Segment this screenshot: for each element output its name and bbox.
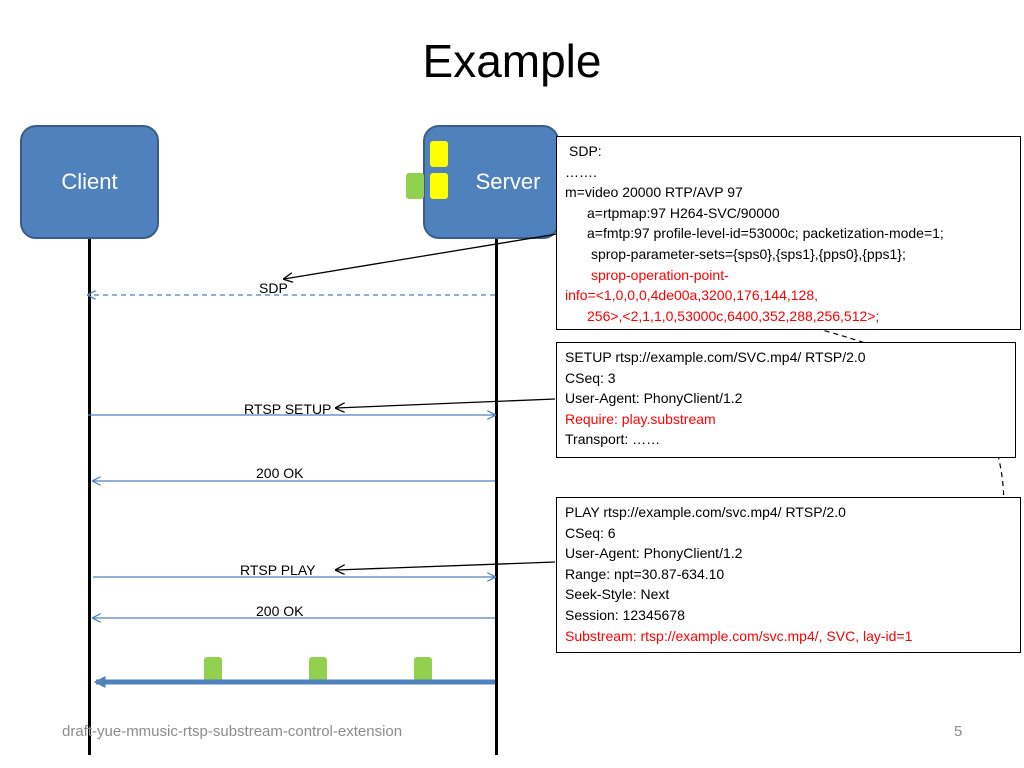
- page-number: 5: [954, 723, 963, 740]
- server-label: Server: [475, 169, 541, 194]
- sdp-line: m=video 20000 RTP/AVP 97: [565, 184, 743, 201]
- sdp-line: sprop-operation-point-: [591, 266, 729, 283]
- client-actor: Client: [20, 125, 159, 239]
- sdp-description-box: SDP: ……. m=video 20000 RTP/AVP 97 a=rtpm…: [556, 136, 1021, 330]
- play-line: PLAY rtsp://example.com/svc.mp4/ RTSP/2.…: [565, 504, 846, 520]
- sdp-line: a=fmtp:97 profile-level-id=53000c; packe…: [587, 225, 944, 242]
- client-lifeline: [88, 239, 91, 755]
- sdp-line: sprop-parameter-sets={sps0},{sps1},{pps0…: [591, 245, 906, 262]
- footer-draft-name: draft-yue-mmusic-rtsp-substream-control-…: [62, 723, 403, 740]
- sdp-line: a=rtpmap:97 H264-SVC/90000: [587, 204, 780, 221]
- setup-line: CSeq: 3: [565, 369, 616, 386]
- slide-title: Example: [422, 35, 602, 87]
- setup-request-box: SETUP rtsp://example.com/SVC.mp4/ RTSP/2…: [556, 342, 1016, 458]
- play-line: CSeq: 6: [565, 524, 616, 541]
- play-callout-pointer: [336, 561, 556, 570]
- sdp-line: …….: [565, 163, 597, 180]
- stream-packet: [309, 657, 327, 683]
- sdp-message-label: SDP: [259, 280, 288, 296]
- server-lifeline: [495, 239, 498, 755]
- play-message-label: RTSP PLAY: [240, 562, 316, 578]
- stream-packet: [414, 657, 432, 683]
- setup-message-label: RTSP SETUP: [244, 401, 332, 417]
- base-layer-block: [406, 173, 424, 199]
- play-line: Session: 12345678: [565, 606, 685, 623]
- setup-line: Require: play.substream: [565, 410, 716, 427]
- sdp-line: info=<1,0,0,0,4de00a,3200,176,144,128,: [565, 287, 819, 304]
- sdp-line: SDP:: [569, 143, 602, 159]
- setup-callout-pointer: [336, 398, 556, 408]
- ok2-message-label: 200 OK: [256, 603, 304, 619]
- ok1-message-label: 200 OK: [256, 465, 304, 481]
- enhancement-layer-block: [430, 173, 448, 199]
- play-line: User-Agent: PhonyClient/1.2: [565, 545, 743, 562]
- client-label: Client: [61, 169, 118, 194]
- setup-line: User-Agent: PhonyClient/1.2: [565, 390, 743, 407]
- setup-line: SETUP rtsp://example.com/SVC.mp4/ RTSP/2…: [565, 349, 866, 365]
- play-line: Range: npt=30.87-634.10: [565, 565, 725, 582]
- setup-line: Transport: ……: [565, 431, 661, 448]
- stream-packet: [204, 657, 222, 683]
- play-request-box: PLAY rtsp://example.com/svc.mp4/ RTSP/2.…: [556, 497, 1021, 653]
- play-line: Seek-Style: Next: [565, 586, 670, 603]
- play-line: Substream: rtsp://example.com/svc.mp4/, …: [565, 627, 913, 644]
- sdp-callout-pointer: [284, 233, 558, 279]
- sdp-line: 256>,<2,1,1,0,53000c,6400,352,288,256,51…: [587, 307, 880, 324]
- enhancement-layer-block: [430, 141, 448, 167]
